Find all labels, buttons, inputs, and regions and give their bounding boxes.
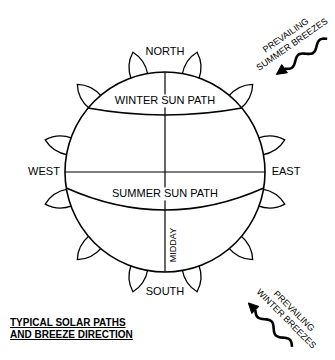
sun-rays bbox=[45, 52, 285, 292]
midday-label: MIDDAY bbox=[168, 226, 179, 264]
compass-label: WEST bbox=[28, 165, 60, 178]
compass-label: NORTH bbox=[146, 45, 185, 58]
sun-disc bbox=[65, 72, 265, 272]
compass-label: EAST bbox=[272, 165, 301, 178]
sun-path-label: SUMMER SUN PATH bbox=[110, 187, 220, 200]
arrowhead bbox=[276, 65, 287, 75]
summer-sun-path bbox=[66, 188, 263, 210]
diagram-title: TYPICAL SOLAR PATHS AND BREEZE DIRECTION bbox=[10, 317, 136, 341]
sun-path-label: WINTER SUN PATH bbox=[113, 94, 217, 107]
winter-sun-path bbox=[88, 108, 242, 115]
compass-label: SOUTH bbox=[146, 285, 185, 298]
arrowhead bbox=[248, 303, 259, 314]
